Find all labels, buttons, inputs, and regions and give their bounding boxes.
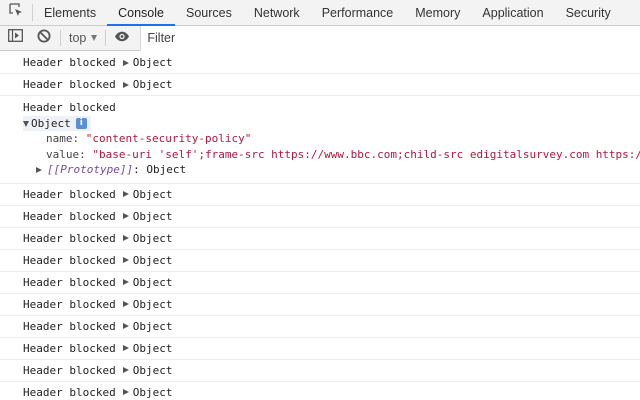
object-preview[interactable]: Object bbox=[132, 297, 173, 311]
show-sidebar-icon bbox=[7, 29, 23, 47]
tab-security[interactable]: Security bbox=[565, 5, 611, 20]
context-value: top bbox=[69, 31, 87, 45]
prototype-property[interactable]: [[Prototype]]: Object bbox=[23, 162, 640, 178]
console-message: Header blocked Object bbox=[0, 360, 640, 382]
message-text: Header blocked bbox=[23, 341, 116, 355]
expand-triangle-icon[interactable] bbox=[36, 167, 42, 173]
devtools-tab-bar: Elements Console Sources Network Perform… bbox=[0, 0, 640, 26]
filter-box bbox=[140, 25, 640, 51]
object-preview[interactable]: Object bbox=[132, 363, 173, 377]
console-message: Header blocked Object bbox=[0, 184, 640, 206]
console-message: Header blocked Object bbox=[0, 206, 640, 228]
expand-triangle-icon[interactable] bbox=[122, 301, 129, 307]
expand-triangle-icon[interactable] bbox=[122, 323, 129, 329]
message-text: Header blocked bbox=[23, 187, 116, 201]
console-message: Header blocked Object bbox=[0, 338, 640, 360]
toolbar-divider bbox=[60, 30, 61, 46]
console-message-expanded: Header blocked Object i name: "content-s… bbox=[0, 96, 640, 184]
clear-console-button[interactable] bbox=[30, 26, 58, 51]
message-text: Header blocked bbox=[23, 385, 116, 399]
prototype-key: [[Prototype]] bbox=[47, 163, 134, 176]
message-text: Header blocked bbox=[23, 363, 116, 377]
inspect-element-icon bbox=[8, 2, 24, 23]
console-message: Header blocked Object bbox=[0, 74, 640, 96]
console-messages[interactable]: Header blocked Object Header blocked Obj… bbox=[0, 52, 640, 400]
tab-application[interactable]: Application bbox=[482, 5, 544, 20]
collapse-triangle-icon bbox=[23, 120, 29, 127]
expand-triangle-icon[interactable] bbox=[122, 367, 129, 373]
message-text: Header blocked bbox=[23, 275, 116, 289]
console-message: Header blocked Object bbox=[0, 382, 640, 400]
tab-elements[interactable]: Elements bbox=[44, 5, 97, 20]
object-preview[interactable]: Object bbox=[132, 253, 173, 267]
message-text: Header blocked bbox=[23, 101, 116, 114]
console-message: Header blocked Object bbox=[0, 316, 640, 338]
expand-triangle-icon[interactable] bbox=[122, 235, 129, 241]
live-expression-button[interactable] bbox=[108, 26, 136, 51]
object-label: Object bbox=[31, 116, 71, 130]
filter-input[interactable] bbox=[147, 31, 640, 45]
message-text: Header blocked bbox=[23, 297, 116, 311]
toolbar-divider bbox=[105, 30, 107, 46]
console-message: Header blocked Object bbox=[0, 272, 640, 294]
tab-memory[interactable]: Memory bbox=[415, 5, 461, 20]
expand-triangle-icon[interactable] bbox=[122, 81, 129, 88]
property-value: "content-security-policy" bbox=[85, 132, 252, 145]
property-key: name bbox=[46, 132, 73, 145]
clear-console-icon bbox=[37, 29, 51, 48]
expand-triangle-icon[interactable] bbox=[122, 213, 129, 219]
inspect-element-button[interactable] bbox=[0, 2, 33, 23]
object-tree-toggle[interactable]: Object i bbox=[23, 115, 91, 132]
console-message: Header blocked Object bbox=[0, 228, 640, 250]
tab-performance[interactable]: Performance bbox=[321, 5, 394, 20]
console-message: Header blocked Object bbox=[0, 52, 640, 74]
object-preview[interactable]: Object bbox=[132, 56, 173, 69]
object-preview[interactable]: Object bbox=[132, 341, 173, 355]
message-text: Header blocked bbox=[23, 209, 116, 223]
property-key: value bbox=[46, 147, 80, 161]
object-preview[interactable]: Object bbox=[132, 209, 173, 223]
message-text: Header blocked bbox=[23, 253, 116, 267]
object-preview[interactable]: Object bbox=[132, 187, 173, 201]
info-icon[interactable]: i bbox=[75, 118, 87, 129]
dropdown-arrow-icon bbox=[91, 35, 98, 41]
object-preview[interactable]: Object bbox=[132, 275, 173, 289]
tab-console[interactable]: Console bbox=[107, 0, 175, 26]
message-text: Header blocked bbox=[23, 56, 116, 69]
console-message: Header blocked Object bbox=[0, 250, 640, 272]
message-text: Header blocked bbox=[23, 231, 116, 245]
expand-triangle-icon[interactable] bbox=[122, 191, 129, 197]
message-text: Header blocked bbox=[23, 78, 116, 91]
object-preview[interactable]: Object bbox=[132, 78, 173, 91]
show-sidebar-button[interactable] bbox=[0, 26, 30, 51]
expand-triangle-icon[interactable] bbox=[122, 257, 129, 263]
property-value: "base-uri 'self';frame-src https://www.b… bbox=[92, 147, 640, 161]
object-property: value: "base-uri 'self';frame-src https:… bbox=[23, 147, 640, 163]
tab-network[interactable]: Network bbox=[253, 5, 300, 20]
message-text: Header blocked bbox=[23, 319, 116, 333]
object-preview[interactable]: Object bbox=[132, 385, 173, 399]
javascript-context-select[interactable]: top bbox=[63, 26, 103, 51]
eye-icon bbox=[114, 29, 130, 47]
prototype-value: Object bbox=[146, 163, 187, 176]
expand-triangle-icon[interactable] bbox=[122, 59, 129, 66]
object-property: name: "content-security-policy" bbox=[46, 132, 252, 145]
expand-triangle-icon[interactable] bbox=[122, 345, 129, 351]
object-preview[interactable]: Object bbox=[132, 231, 173, 245]
expand-triangle-icon[interactable] bbox=[122, 279, 129, 285]
console-toolbar: top bbox=[0, 25, 640, 51]
expand-triangle-icon[interactable] bbox=[122, 389, 129, 395]
object-preview[interactable]: Object bbox=[132, 319, 173, 333]
tab-sources[interactable]: Sources bbox=[185, 5, 232, 20]
console-message: Header blocked Object bbox=[0, 294, 640, 316]
